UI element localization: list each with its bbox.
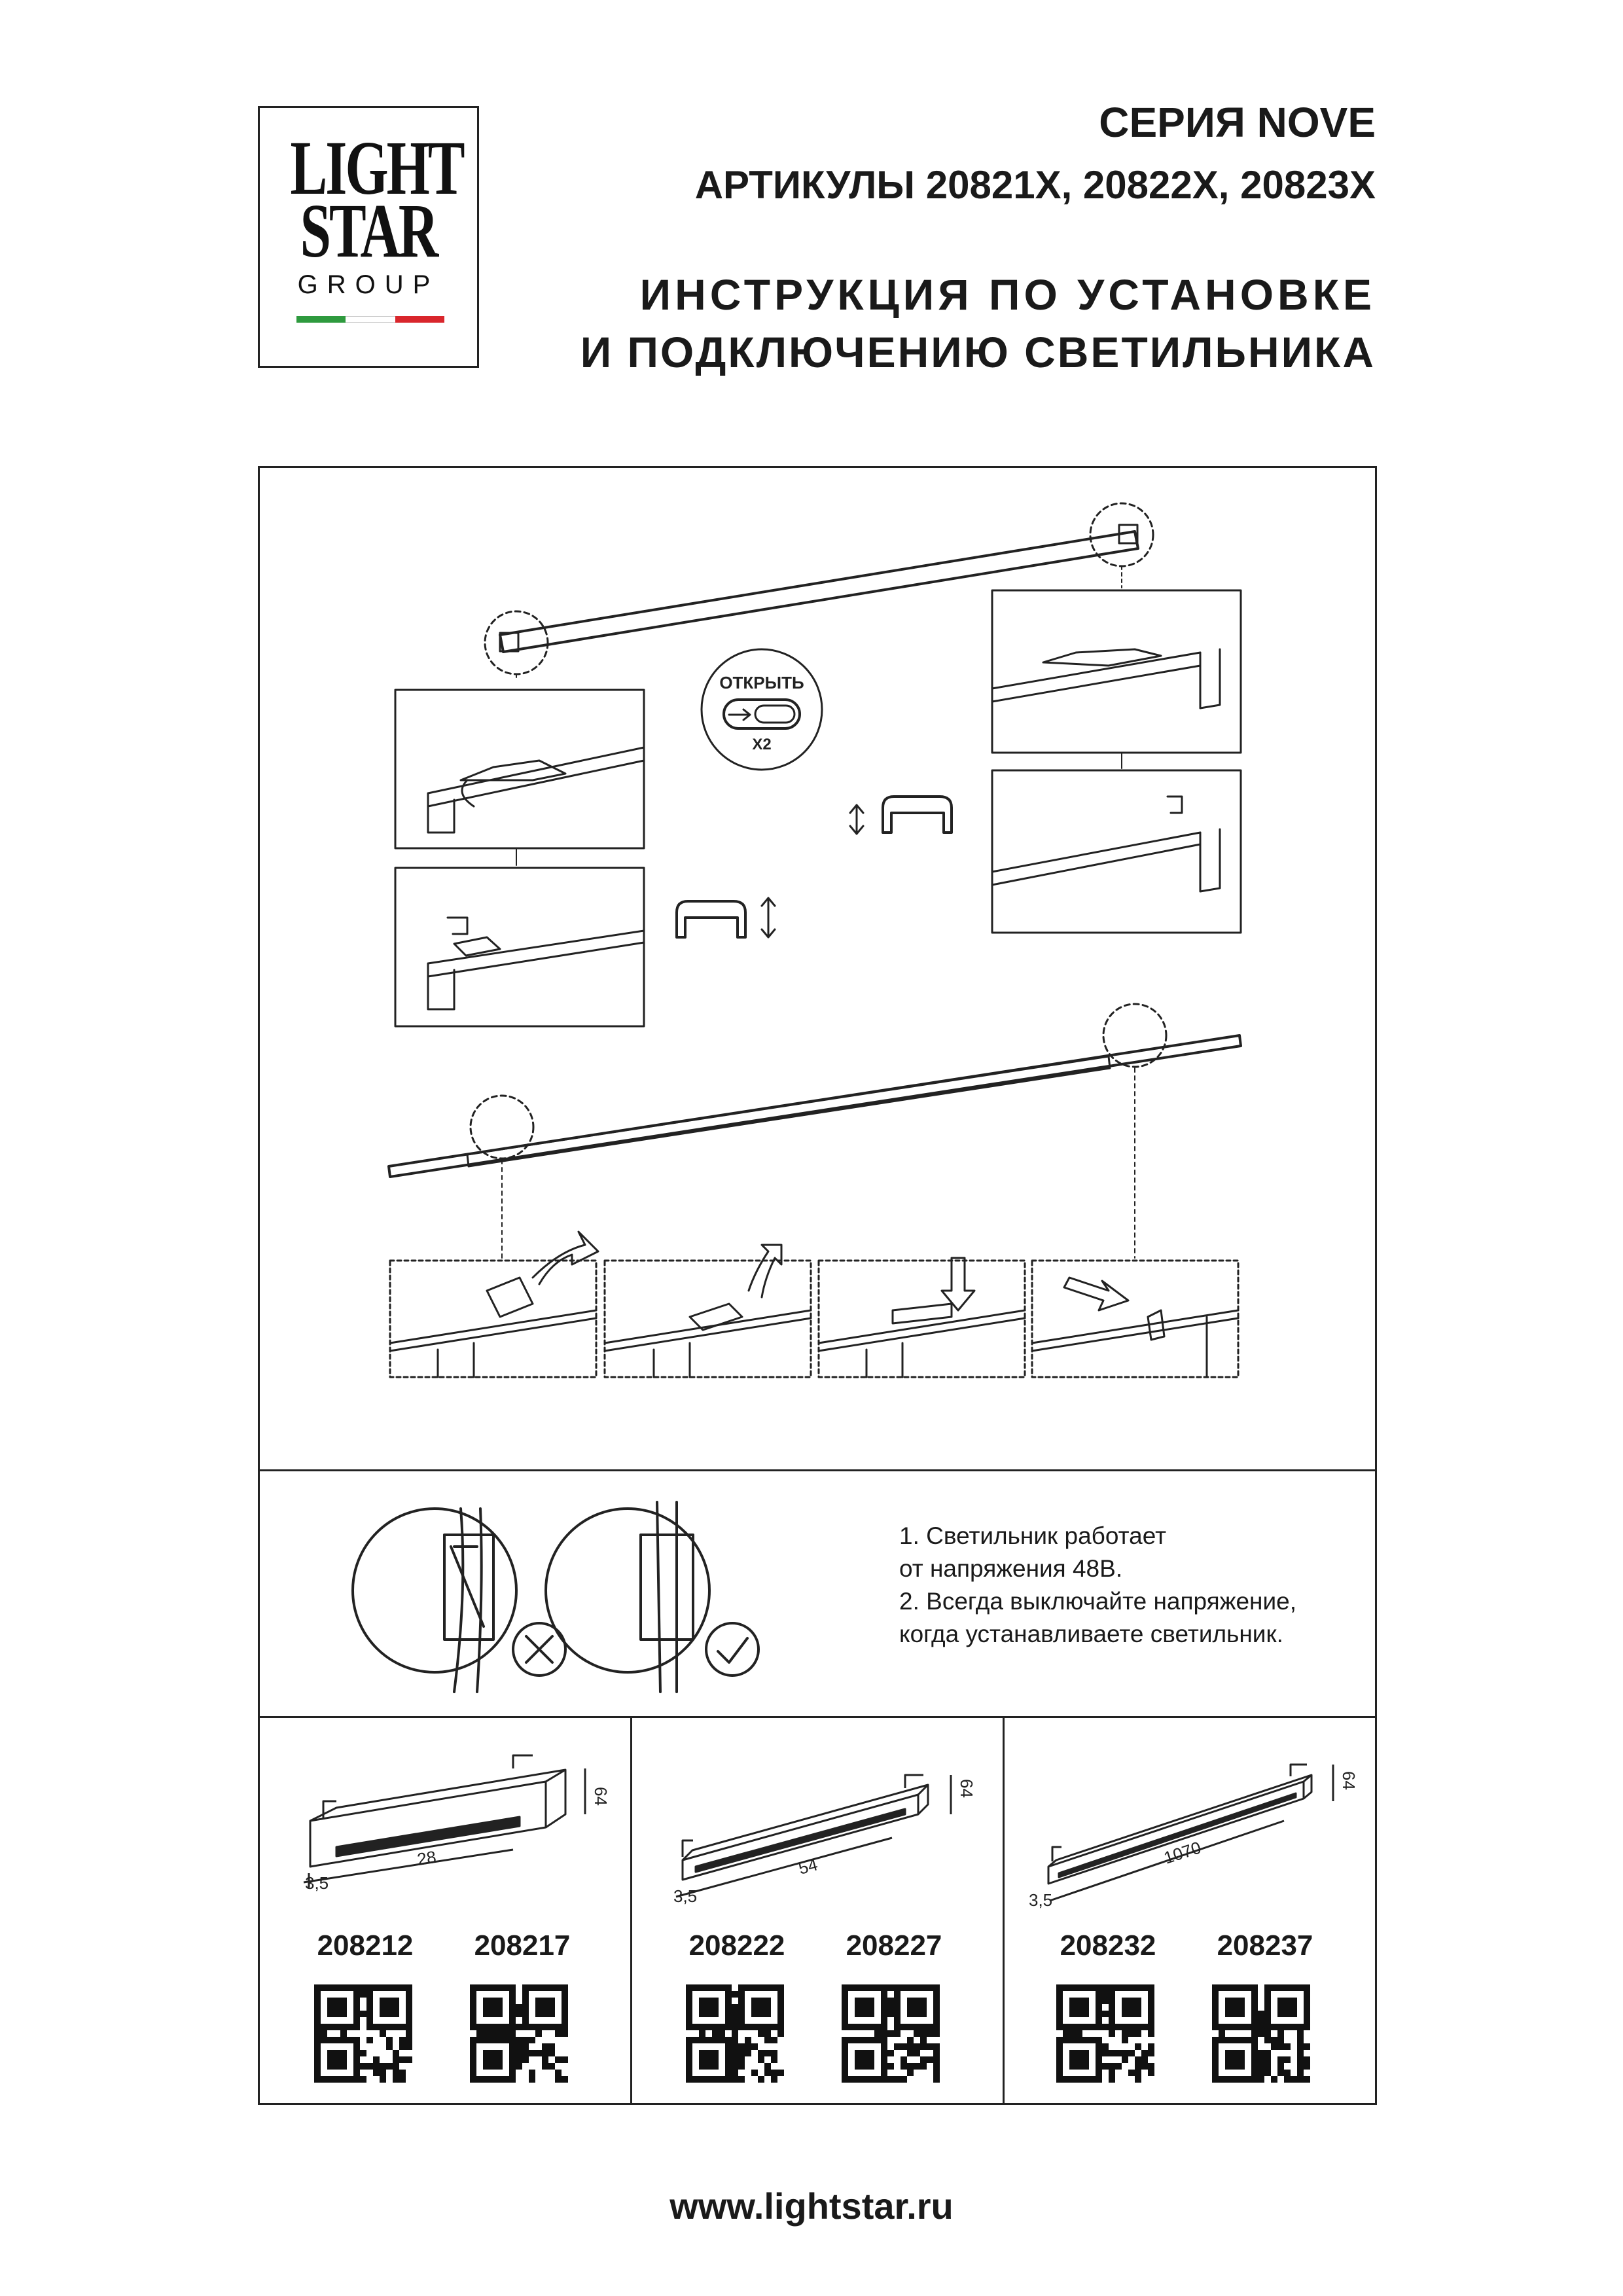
product-code: 208227 bbox=[846, 1929, 942, 1962]
times-two-label: X2 bbox=[752, 736, 771, 753]
cross-icon bbox=[525, 1635, 554, 1664]
qr-code[interactable] bbox=[1212, 1984, 1310, 2083]
product-code: 208232 bbox=[1060, 1929, 1156, 1962]
logo-text-light: LIGHT bbox=[290, 125, 465, 211]
qr-code[interactable] bbox=[470, 1984, 568, 2083]
product-code: 208212 bbox=[317, 1929, 414, 1962]
product-drawing-54: 3,5 54 64 bbox=[673, 1774, 976, 1906]
product-variants-panel bbox=[258, 1716, 1377, 2105]
dim-height-2: 64 bbox=[957, 1779, 976, 1798]
product-drawing-28: 3,5 28 64 bbox=[303, 1754, 611, 1893]
series-title: СЕРИЯ NOVE bbox=[1099, 99, 1376, 146]
open-label: ОТКРЫТЬ bbox=[719, 673, 804, 692]
dim-width-1: 3,5 bbox=[305, 1873, 329, 1893]
qr-code[interactable] bbox=[1056, 1984, 1154, 2083]
note-line-2: от напряжения 48В. bbox=[899, 1555, 1123, 1582]
variant-divider-2 bbox=[1003, 1716, 1005, 2105]
dim-height-1: 64 bbox=[591, 1787, 611, 1806]
checkmark-icon bbox=[717, 1637, 749, 1664]
website-link[interactable]: www.lightstar.ru bbox=[669, 2185, 954, 2227]
dim-height-3: 64 bbox=[1339, 1771, 1359, 1790]
note-line-4: когда устанавливаете светильник. bbox=[899, 1621, 1283, 1647]
correct-mark-circle bbox=[705, 1622, 760, 1677]
installation-diagram: ОТКРЫТЬ X2 bbox=[387, 502, 1242, 1378]
article-numbers: АРТИКУЛЫ 20821X, 20822X, 20823X bbox=[694, 163, 1376, 207]
dim-length-1: 28 bbox=[416, 1847, 437, 1869]
product-code: 208237 bbox=[1217, 1929, 1313, 1962]
safety-mounting-diagram bbox=[351, 1501, 760, 1693]
wrong-mark-circle bbox=[512, 1622, 567, 1677]
dim-length-3: 1070 bbox=[1162, 1837, 1204, 1867]
product-drawing-1070: 3,5 1070 64 bbox=[1029, 1763, 1359, 1910]
logo-text-group: GROUP bbox=[297, 270, 440, 299]
dim-width-2: 3,5 bbox=[673, 1886, 697, 1906]
note-line-3: 2. Всегда выключайте напряжение, bbox=[899, 1588, 1296, 1615]
brand-logo: LIGHT STAR GROUP bbox=[258, 106, 479, 368]
instruction-title-line2: И ПОДКЛЮЧЕНИЮ СВЕТИЛЬНИКА bbox=[580, 328, 1376, 376]
safety-notes: 1. Светильник работает от напряжения 48В… bbox=[899, 1520, 1296, 1651]
qr-code[interactable] bbox=[314, 1984, 412, 2083]
logo-text-star: STAR bbox=[300, 188, 439, 274]
variant-divider-1 bbox=[630, 1716, 632, 2105]
qr-code[interactable] bbox=[842, 1984, 940, 2083]
dim-width-3: 3,5 bbox=[1029, 1890, 1052, 1910]
instruction-title-line1: ИНСТРУКЦИЯ ПО УСТАНОВКЕ bbox=[639, 270, 1376, 319]
note-line-1: 1. Светильник работает bbox=[899, 1522, 1167, 1549]
product-code: 208222 bbox=[688, 1929, 785, 1962]
italian-flag-stripe bbox=[296, 316, 444, 323]
product-code: 208217 bbox=[474, 1929, 571, 1962]
qr-code[interactable] bbox=[686, 1984, 784, 2083]
